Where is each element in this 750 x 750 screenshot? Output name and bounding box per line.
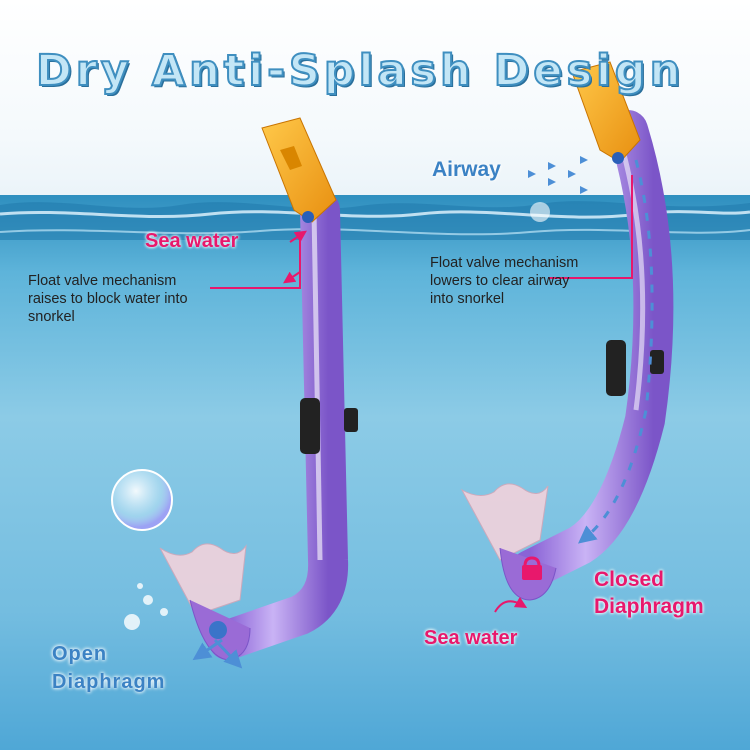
open-diaphragm-arrows — [192, 638, 243, 669]
airway-label: Airway — [432, 158, 501, 181]
airflow-arrows — [577, 159, 654, 544]
float-valve-lower-description: Float valve mechanism lowers to clear ai… — [430, 255, 579, 307]
sea-water-label-bottom: Sea water — [424, 627, 518, 649]
right-snorkel — [460, 61, 674, 601]
lock-icon — [522, 556, 542, 580]
float-valve-raise-description: Float valve mechanism raises to block wa… — [28, 273, 188, 325]
left-snorkel — [159, 117, 358, 661]
open-diaphragm-label: Open Diaphragm — [52, 643, 166, 693]
bubbles — [111, 202, 550, 630]
closed-diaphragm-label: Closed Diaphragm — [594, 568, 704, 618]
airway-arrows — [528, 156, 588, 194]
sea-water-label-top: Sea water — [145, 230, 239, 252]
page-title: Dry Anti-Splash Design — [35, 45, 685, 97]
callout-lines — [210, 175, 633, 613]
